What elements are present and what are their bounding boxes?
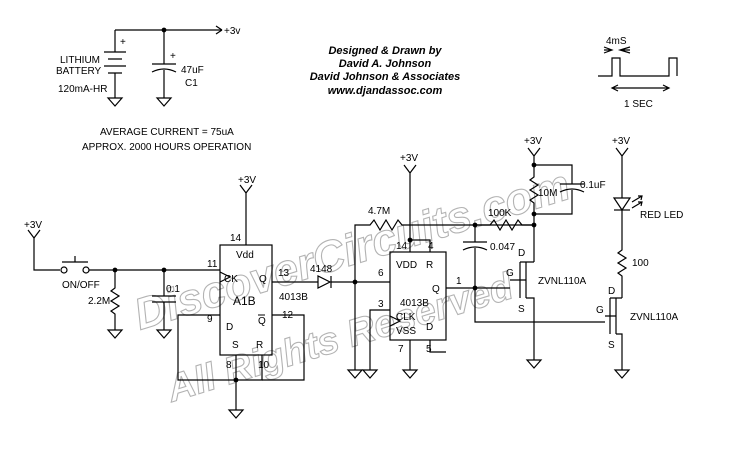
fet1-g: G <box>506 268 514 279</box>
switch-label: ON/OFF <box>62 280 100 291</box>
credit-block: Designed & Drawn by David A. Johnson Dav… <box>310 45 461 97</box>
u1-s: S <box>232 340 239 351</box>
c1-plus: + <box>170 51 176 62</box>
rail-3v-battery: +3v <box>224 26 240 37</box>
u2-labels: VDD R Q 4013B CLK VSS D 14 4 6 3 7 5 1 <box>378 241 462 355</box>
u2-pin-7: 7 <box>398 344 404 355</box>
c1-name: C1 <box>185 78 198 89</box>
fet2-g: G <box>596 305 604 316</box>
credit-line-4: www.djandassoc.com <box>328 85 443 97</box>
u1-pin-10: 10 <box>258 360 270 371</box>
led-label: RED LED <box>640 210 683 221</box>
u1-q: Q <box>259 274 267 285</box>
pulse-width-label: 4mS <box>606 36 627 47</box>
u2-vdd: VDD <box>396 260 417 271</box>
resistor-100k-label: 100K <box>488 208 512 219</box>
u1-pin-9: 9 <box>207 314 213 325</box>
period-label: 1 SEC <box>624 99 653 110</box>
u2-r: R <box>426 260 433 271</box>
resistor-100-label: 100 <box>632 258 649 269</box>
rail-3v-input: +3V <box>24 220 42 231</box>
u1-labels: Vdd CK Q A1B D Q S R 4013B 14 11 13 9 12… <box>207 233 308 371</box>
fet2-d: D <box>608 286 615 297</box>
average-current-note: AVERAGE CURRENT = 75uA <box>100 127 234 138</box>
u1-d: D <box>226 322 233 333</box>
wiring <box>27 25 678 419</box>
u2-pin-14: 14 <box>396 241 408 252</box>
u2-pin-6: 6 <box>378 268 384 279</box>
resistor-2m2-label: 2.2M <box>88 296 110 307</box>
u1-pin-13: 13 <box>278 268 290 279</box>
battery-capacity: 120mA-HR <box>58 84 107 95</box>
u1-pin-8: 8 <box>226 360 232 371</box>
battery-label-2: BATTERY <box>56 66 102 77</box>
u2-pin-3: 3 <box>378 299 384 310</box>
u2-clk: CLK <box>396 312 416 323</box>
u1-qbar: Q <box>258 316 266 327</box>
u2-vss: VSS <box>396 326 416 337</box>
component-labels: LITHIUM BATTERY 120mA-HR + + 47uF C1 +3v… <box>24 26 683 323</box>
u2-q: Q <box>432 284 440 295</box>
timing-labels: 4mS 1 SEC <box>606 36 653 110</box>
u2-pin-5: 5 <box>426 344 432 355</box>
fet2-s: S <box>608 340 615 351</box>
fet-pin-labels: D G S D G S <box>506 248 615 351</box>
battery-label-1: LITHIUM <box>60 55 100 66</box>
notes: AVERAGE CURRENT = 75uA APPROX. 2000 HOUR… <box>82 127 251 153</box>
u1-part: 4013B <box>279 292 308 303</box>
rail-3v-u1: +3V <box>238 175 256 186</box>
battery-plus: + <box>120 37 126 48</box>
resistor-4m7-label: 4.7M <box>368 206 390 217</box>
u2-pin-1: 1 <box>456 276 462 287</box>
fet1-label: ZVNL110A <box>538 276 587 287</box>
resistor-10m-label: 10M <box>538 188 557 199</box>
u1-name: A1B <box>233 294 256 308</box>
u2-pin-4: 4 <box>428 241 434 252</box>
fet2-label: ZVNL110A <box>630 312 679 323</box>
u1-ck: CK <box>224 274 238 285</box>
fet1-s: S <box>518 304 525 315</box>
u2-part: 4013B <box>400 298 429 309</box>
rail-3v-u2: +3V <box>400 153 418 164</box>
c1-value: 47uF <box>181 65 204 76</box>
u1-pin-14: 14 <box>230 233 242 244</box>
rail-3v-fet1: +3V <box>524 136 542 147</box>
fet1-d: D <box>518 248 525 259</box>
rail-3v-led: +3V <box>612 136 630 147</box>
u2-d: D <box>426 322 433 333</box>
u1-pin-11: 11 <box>207 259 218 270</box>
diode-label: 4148 <box>310 264 333 275</box>
credit-line-3: David Johnson & Associates <box>310 71 461 83</box>
credit-line-2: David A. Johnson <box>339 58 432 70</box>
cap-0-047-label: 0.047 <box>490 242 515 253</box>
watermark: DiscoverCircuits.com All Rights Reserved <box>128 160 576 412</box>
cap-0-1-label: 0.1 <box>166 284 180 295</box>
hours-note: APPROX. 2000 HOURS OPERATION <box>82 142 251 153</box>
credit-line-1: Designed & Drawn by <box>328 45 442 57</box>
cap-0-1uf-label: 0.1uF <box>580 180 606 191</box>
u1-vdd: Vdd <box>236 250 254 261</box>
u1-pin-12: 12 <box>282 310 294 321</box>
u1-r: R <box>256 340 263 351</box>
